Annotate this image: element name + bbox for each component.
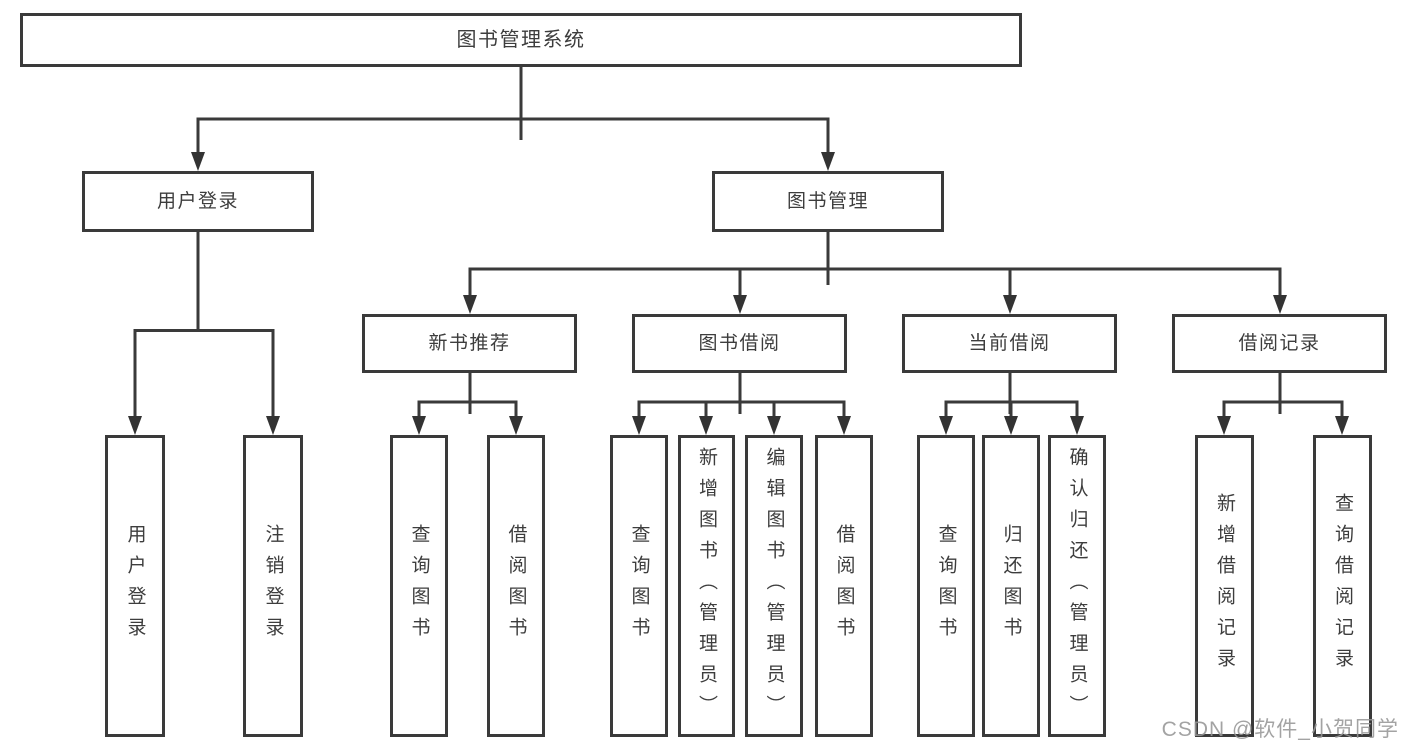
leaf-confirm-return-admin: 确认归还（管理员） (1048, 435, 1106, 737)
leaf-query-books-borrow: 查询图书 (610, 435, 668, 737)
leaf-query-borrow-record: 查询借阅记录 (1313, 435, 1372, 737)
arrowhead-down-icon (1004, 416, 1018, 435)
node-label: 注销登录 (262, 524, 284, 648)
node-label: 借阅图书 (505, 524, 527, 648)
node-label: 图书借阅 (698, 333, 781, 354)
arrowhead-down-icon (939, 416, 953, 435)
arrowhead-down-icon (1217, 416, 1231, 435)
node-label: 当前借阅 (968, 333, 1051, 354)
arrowhead-down-icon (699, 416, 713, 435)
node-label: 查询图书 (408, 524, 430, 648)
node-label: 用户登录 (156, 191, 239, 212)
arrowhead-down-icon (1070, 416, 1084, 435)
leaf-logout-login: 注销登录 (243, 435, 303, 737)
node-label: 确认归还（管理员） (1066, 446, 1088, 726)
leaf-return-books: 归还图书 (982, 435, 1040, 737)
leaf-edit-book-admin: 编辑图书（管理员） (745, 435, 803, 737)
node-label: 新增借阅记录 (1214, 493, 1235, 679)
node-label: 借阅图书 (833, 524, 855, 648)
leaf-query-books-current: 查询图书 (917, 435, 975, 737)
node-label: 新书推荐 (428, 333, 511, 354)
leaf-borrow-books: 借阅图书 (815, 435, 873, 737)
leaf-query-books-recommend: 查询图书 (390, 435, 448, 737)
arrowhead-down-icon (412, 416, 426, 435)
node-label: 查询借阅记录 (1332, 493, 1353, 679)
node-book-management: 图书管理 (712, 171, 944, 232)
arrowhead-down-icon (266, 416, 280, 435)
node-new-book-recommend: 新书推荐 (362, 314, 577, 373)
node-label: 查询图书 (628, 524, 650, 648)
arrowhead-down-icon (1273, 295, 1287, 314)
leaf-borrow-books-recommend: 借阅图书 (487, 435, 545, 737)
node-label: 图书管理 (786, 191, 869, 212)
arrowhead-down-icon (632, 416, 646, 435)
arrowhead-down-icon (1003, 295, 1017, 314)
node-label: 查询图书 (935, 524, 957, 648)
node-library-system: 图书管理系统 (20, 13, 1022, 67)
arrowhead-down-icon (733, 295, 747, 314)
arrowhead-down-icon (128, 416, 142, 435)
leaf-add-borrow-record: 新增借阅记录 (1195, 435, 1254, 737)
node-label: 图书管理系统 (456, 29, 586, 51)
node-user-login: 用户登录 (82, 171, 314, 232)
node-book-borrow: 图书借阅 (632, 314, 847, 373)
node-label: 新增图书（管理员） (696, 446, 717, 726)
arrowhead-down-icon (509, 416, 523, 435)
csdn-watermark: CSDN @软件_小贺同学 (1161, 718, 1399, 741)
node-current-borrow: 当前借阅 (902, 314, 1117, 373)
leaf-user-login: 用户登录 (105, 435, 165, 737)
node-label: 编辑图书（管理员） (763, 446, 785, 726)
arrowhead-down-icon (1335, 416, 1349, 435)
arrowhead-down-icon (821, 152, 835, 171)
arrowhead-down-icon (191, 152, 205, 171)
arrowhead-down-icon (767, 416, 781, 435)
node-borrow-records: 借阅记录 (1172, 314, 1387, 373)
arrowhead-down-icon (463, 295, 477, 314)
leaf-add-book-admin: 新增图书（管理员） (678, 435, 735, 737)
arrowhead-down-icon (837, 416, 851, 435)
node-label: 用户登录 (124, 524, 146, 648)
node-label: 借阅记录 (1238, 333, 1321, 354)
node-label: 归还图书 (1000, 524, 1022, 648)
